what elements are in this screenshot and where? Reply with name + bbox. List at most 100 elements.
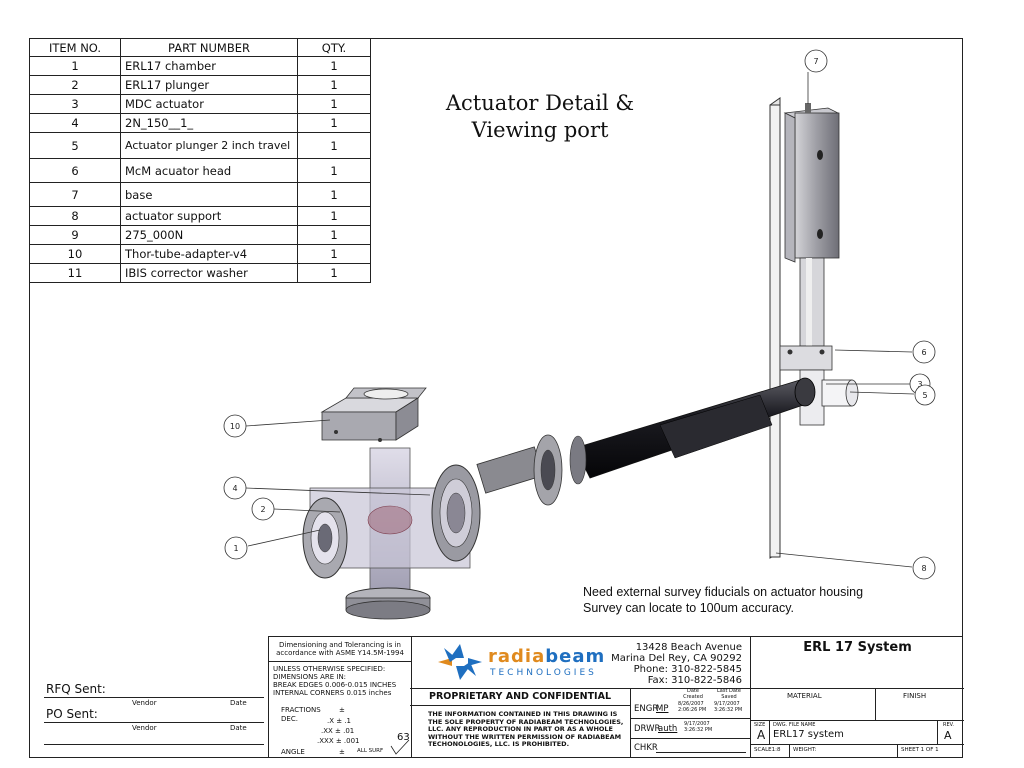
scale-value: SCALE1:8 xyxy=(754,747,781,753)
tol-dec: DEC. xyxy=(281,715,298,723)
surface-finish-icon xyxy=(390,740,410,755)
svg-text:4: 4 xyxy=(232,484,237,493)
rev-label: REV. xyxy=(943,722,954,728)
company-address: 13428 Beach Avenue Marina Del Rey, CA 90… xyxy=(611,642,742,686)
bellows-section xyxy=(476,434,587,506)
chkr-label: CHKR xyxy=(634,743,658,753)
actuator-support-plate xyxy=(769,97,781,559)
survey-note-line1: Need external survey fiducials on actuat… xyxy=(583,585,864,599)
actuator-shaft xyxy=(799,257,825,347)
callout-6: 6 xyxy=(912,340,936,364)
bom-part-cell: IBIS corrector washer xyxy=(120,263,298,283)
svg-text:8: 8 xyxy=(921,564,926,573)
survey-note: Need external survey fiducials on actuat… xyxy=(583,584,923,616)
tol-break: BREAK EDGES 0.006-0.015 INCHES xyxy=(273,681,397,689)
tol-angle: ANGLE xyxy=(281,748,305,756)
svg-text:3: 3 xyxy=(917,380,922,389)
engr-label: ENGR xyxy=(634,704,659,714)
callout-4: 4 xyxy=(223,476,247,500)
address-fax: Fax: 310-822-5846 xyxy=(647,675,742,686)
signoff-block: Date Created Last Date Saved ENGR MP 8/2… xyxy=(630,688,750,758)
address-phone: Phone: 310-822-5845 xyxy=(633,664,742,675)
company-block: radiabeam TECHNOLOGIES 13428 Beach Avenu… xyxy=(410,636,750,689)
svg-text:5: 5 xyxy=(922,391,927,400)
bom-item-cell: 10 xyxy=(29,244,121,264)
date-created-header: Date Created xyxy=(683,688,703,700)
company-name-a: radia xyxy=(488,646,546,667)
svg-text:7: 7 xyxy=(813,57,818,66)
po-label: PO Sent: xyxy=(46,707,98,721)
tol-fractions: FRACTIONS xyxy=(281,706,321,714)
company-name-b: beam xyxy=(545,646,606,667)
finish-label: FINISH xyxy=(903,692,927,700)
assembly-drawing: 7 6 3 5 10 4 2 1 8 xyxy=(223,49,936,620)
address-line2: Marina Del Rey, CA 90292 xyxy=(611,653,742,664)
bom-part-cell: Thor-tube-adapter-v4 xyxy=(120,244,298,264)
surface-finish-value: 63 xyxy=(397,732,410,743)
callout-1: 1 xyxy=(224,536,248,560)
po-date: Date xyxy=(230,724,247,732)
size-label: SIZE xyxy=(754,722,766,728)
sheet-value: SHEET 1 OF 1 xyxy=(901,747,939,753)
proprietary-body: THE INFORMATION CONTAINED IN THIS DRAWIN… xyxy=(428,710,624,748)
svg-text:2: 2 xyxy=(260,505,265,514)
drawing-title-line1: Actuator Detail & xyxy=(445,91,635,115)
bom-item-cell: 11 xyxy=(29,263,121,283)
rfq-vendor: Vendor xyxy=(132,699,157,707)
rfq-date: Date xyxy=(230,699,247,707)
thor-tube-adapter xyxy=(320,387,427,442)
drawing-title-line2: Viewing port xyxy=(471,118,609,142)
tol-xx: .XX ± .01 xyxy=(321,727,355,735)
proprietary-block: PROPRIETARY AND CONFIDENTIAL THE INFORMA… xyxy=(410,688,631,758)
engr-saved: 9/17/2007 3:26:32 PM xyxy=(714,701,743,713)
survey-note-line2: Survey can locate to 100um accuracy. xyxy=(583,601,794,615)
bom-qty-cell: 1 xyxy=(297,182,371,207)
rfq-label: RFQ Sent: xyxy=(46,682,106,696)
tol-all-surf: ALL SURF xyxy=(357,748,384,754)
erl17-chamber xyxy=(302,447,481,620)
weight-label: WEIGHT: xyxy=(793,747,817,753)
titleblock-right: ERL 17 System MATERIAL FINISH SIZE A DWG… xyxy=(750,636,964,758)
svg-text:6: 6 xyxy=(921,348,926,357)
bom-item-cell: 6 xyxy=(29,158,121,183)
last-saved-header: Last Date Saved xyxy=(717,688,741,700)
company-subtitle: TECHNOLOGIES xyxy=(490,668,597,678)
bom-qty-cell: 1 xyxy=(297,244,371,264)
leader-lines xyxy=(245,72,915,568)
bom-header-row: ITEM NO. PART NUMBER QTY. xyxy=(29,38,371,57)
size-value: A xyxy=(757,728,766,742)
bom-qty-cell: 1 xyxy=(297,132,371,159)
address-line1: 13428 Beach Avenue xyxy=(635,642,742,653)
callout-10: 10 xyxy=(223,414,247,438)
tol-fractions-pm: ± xyxy=(339,706,345,714)
tol-line2: accordance with ASME Y14.5M-1994 xyxy=(276,649,404,657)
drwr-label: DRWR xyxy=(634,724,661,734)
tol-corners: INTERNAL CORNERS 0.015 inches xyxy=(273,689,392,697)
drawing-sheet-border xyxy=(29,38,963,758)
svg-text:1: 1 xyxy=(233,544,238,553)
svg-text:10: 10 xyxy=(230,422,240,431)
tol-unless: UNLESS OTHERWISE SPECIFIED: xyxy=(273,665,386,673)
proprietary-title: PROPRIETARY AND CONFIDENTIAL xyxy=(410,691,630,706)
radiabeam-logo-icon xyxy=(438,644,482,680)
material-label: MATERIAL xyxy=(787,692,822,700)
drwr-name: auth xyxy=(658,724,678,734)
engr-name: MP xyxy=(656,704,669,714)
callout-5: 5 xyxy=(914,384,936,406)
callout-2: 2 xyxy=(251,497,275,521)
dwg-label: DWG. FILE NAME xyxy=(773,722,816,728)
po-vendor: Vendor xyxy=(132,724,157,732)
tol-xxx: .XXX ± .001 xyxy=(317,737,360,745)
tolerance-block: Dimensioning and Tolerancing is in accor… xyxy=(268,636,412,758)
